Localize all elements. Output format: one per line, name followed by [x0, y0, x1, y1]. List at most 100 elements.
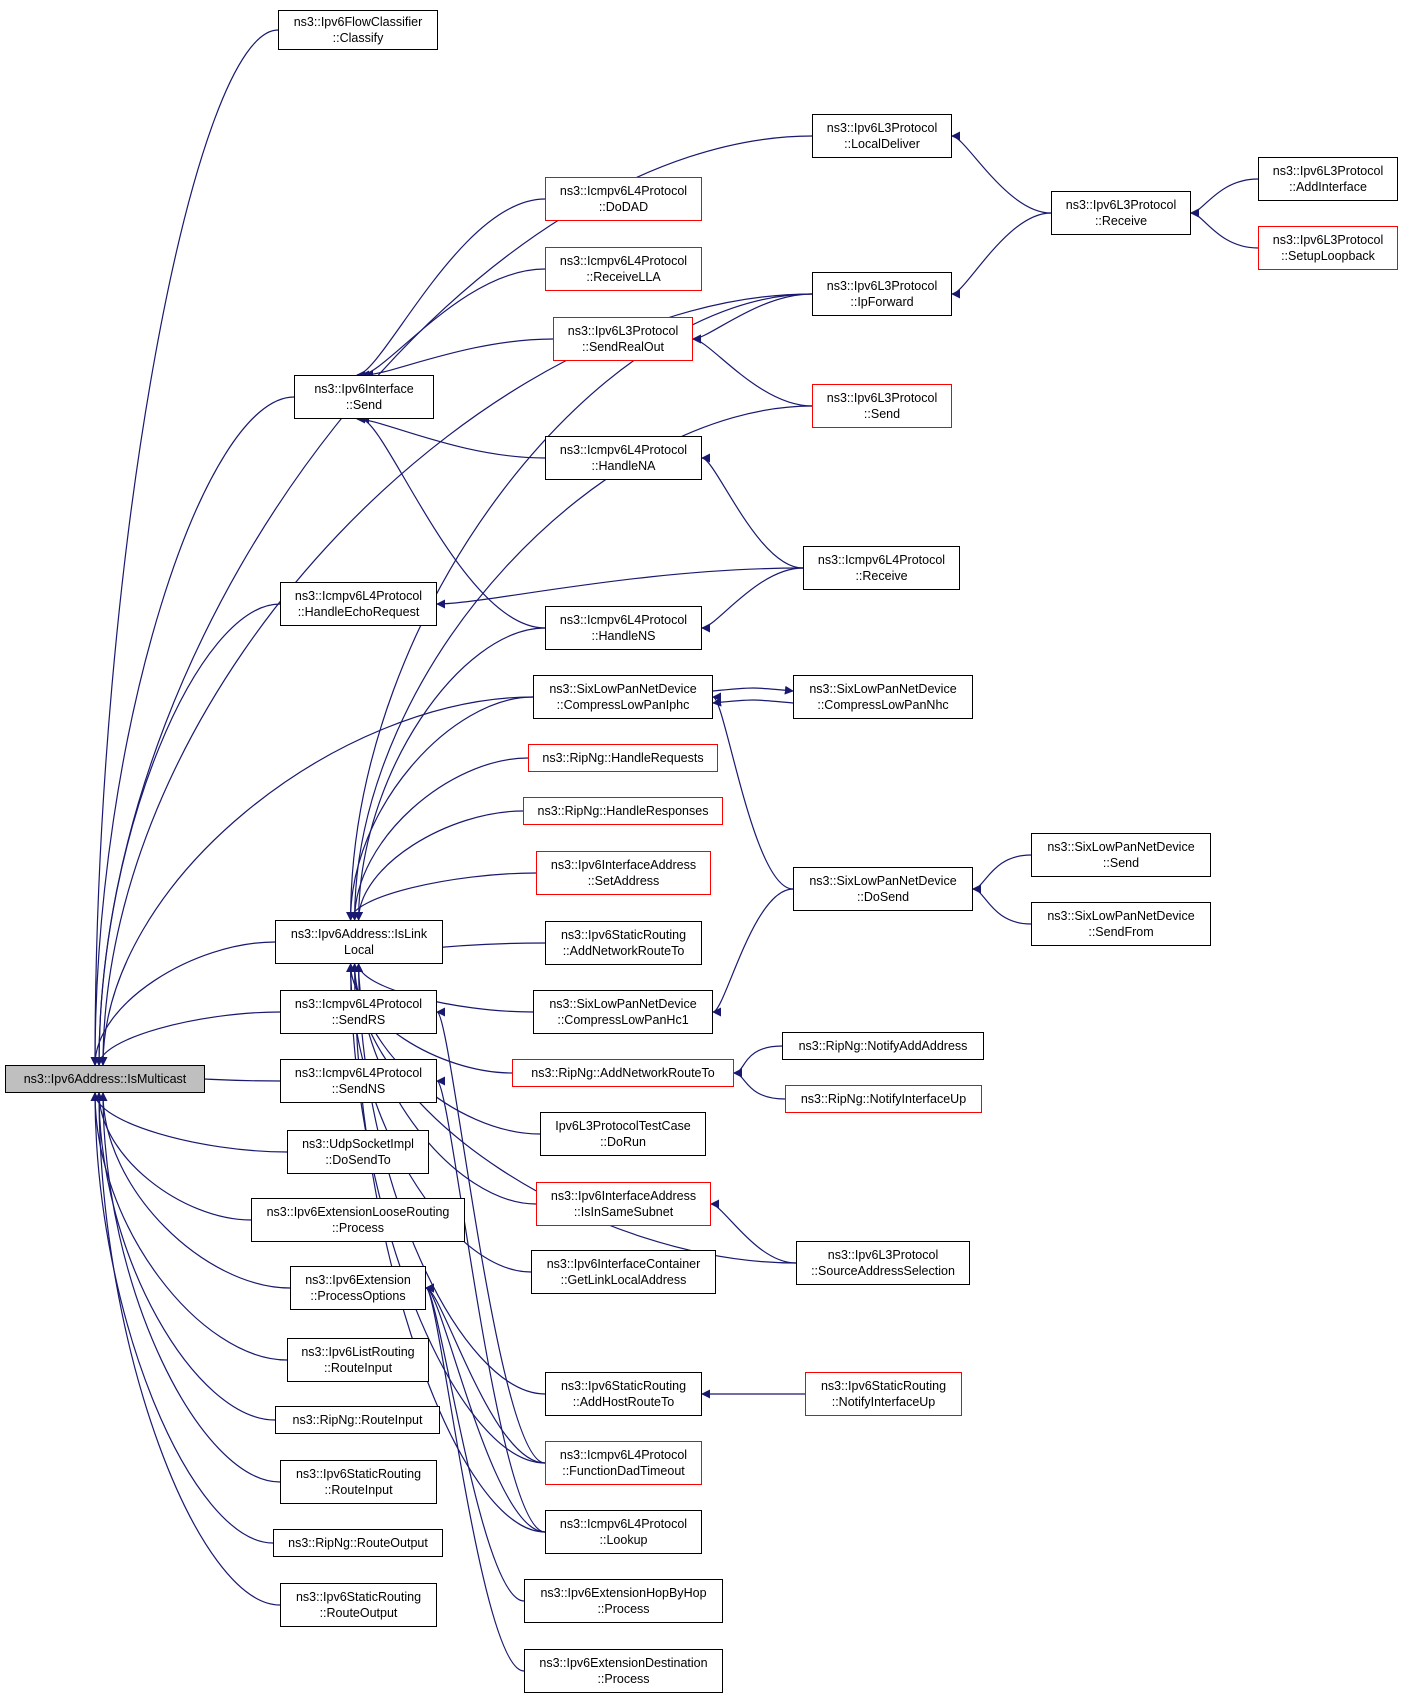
node-label-line: ns3::Icmpv6L4Protocol	[559, 254, 688, 268]
node-icmp-sendns[interactable]: ns3::Icmpv6L4Protocol::SendNS	[280, 1059, 437, 1103]
node-rip-handleresponses[interactable]: ns3::RipNg::HandleResponses	[523, 797, 723, 825]
node-icmp-functiondad[interactable]: ns3::Icmpv6L4Protocol::FunctionDadTimeou…	[545, 1441, 702, 1485]
node-six-dosend[interactable]: ns3::SixLowPanNetDevice::DoSend	[793, 867, 973, 911]
node-l3-localdeliver[interactable]: ns3::Ipv6L3Protocol::LocalDeliver	[812, 114, 952, 158]
node-label-line: ns3::Ipv6ExtensionDestination	[539, 1656, 708, 1670]
node-label-line: ::Process	[331, 1221, 385, 1235]
node-ext-hbh-process[interactable]: ns3::Ipv6ExtensionHopByHop::Process	[524, 1579, 723, 1623]
edge-ext-hbh-process-to-ext-processoptions	[425, 1283, 525, 1602]
node-six-compressnhc[interactable]: ns3::SixLowPanNetDevice::CompressLowPanN…	[793, 675, 973, 719]
node-l3-sendrealout[interactable]: ns3::Ipv6L3Protocol::SendRealOut	[553, 317, 693, 361]
node-label-line: ns3::RipNg::HandleRequests	[542, 751, 704, 765]
node-l3test-dorun[interactable]: Ipv6L3ProtocolTestCase::DoRun	[540, 1112, 706, 1156]
node-ext-dest-process[interactable]: ns3::Ipv6ExtensionDestination::Process	[524, 1649, 723, 1693]
node-l3-sourceaddrsel[interactable]: ns3::Ipv6L3Protocol::SourceAddressSelect…	[796, 1241, 970, 1285]
node-label-line: ns3::Ipv6StaticRouting	[560, 928, 687, 942]
node-label-line: ns3::Ipv6Address::IsLink	[290, 927, 428, 941]
node-icmp-handleecho[interactable]: ns3::Icmpv6L4Protocol::HandleEchoRequest	[280, 582, 437, 626]
node-label-line: ns3::Ipv6L3Protocol	[1272, 233, 1384, 247]
edge-icmp-functiondad-to-ext-processoptions	[425, 1283, 546, 1464]
node-label-line: ::AddNetworkRouteTo	[562, 944, 685, 958]
node-label-line: ns3::Ipv6InterfaceAddress	[550, 858, 697, 872]
node-icmp-lookup[interactable]: ns3::Icmpv6L4Protocol::Lookup	[545, 1510, 702, 1554]
node-label-line: ::CompressLowPanIphc	[556, 698, 690, 712]
node-rip-handlerequests[interactable]: ns3::RipNg::HandleRequests	[528, 744, 718, 772]
node-sr-addnetworkrouteto[interactable]: ns3::Ipv6StaticRouting::AddNetworkRouteT…	[545, 921, 702, 965]
node-six-compressiphc[interactable]: ns3::SixLowPanNetDevice::CompressLowPanI…	[533, 675, 713, 719]
node-icmp-receive[interactable]: ns3::Icmpv6L4Protocol::Receive	[803, 546, 960, 590]
node-label-line: ns3::Icmpv6L4Protocol	[817, 553, 946, 567]
node-label-line: ::Classify	[332, 31, 384, 45]
node-udp-dosendto[interactable]: ns3::UdpSocketImpl::DoSendTo	[287, 1130, 429, 1174]
node-if-send[interactable]: ns3::Ipv6Interface::Send	[294, 375, 434, 419]
node-label-line: ::DoDAD	[598, 200, 649, 214]
node-ifaddr-isinsamesubnet[interactable]: ns3::Ipv6InterfaceAddress::IsInSameSubne…	[536, 1182, 711, 1226]
node-label-line: ns3::Icmpv6L4Protocol	[559, 443, 688, 457]
node-label-line: ::SourceAddressSelection	[811, 1264, 955, 1278]
node-label-line: ::IsInSameSubnet	[573, 1205, 674, 1219]
node-label-line: ns3::Ipv6StaticRouting	[560, 1379, 687, 1393]
node-l3-send[interactable]: ns3::Ipv6L3Protocol::Send	[812, 384, 952, 428]
node-label-line: ::HandleNS	[591, 629, 656, 643]
edge-six-compressiphc-to-addr-islinklocal	[346, 696, 534, 921]
edge-icmp-lookup-to-addr-islinklocal	[350, 963, 546, 1533]
node-label-line: ::DoSendTo	[325, 1153, 391, 1167]
node-label-line: ns3::Ipv6InterfaceAddress	[550, 1189, 697, 1203]
node-label-line: ns3::Ipv6Interface	[314, 382, 414, 396]
node-label-line: ns3::Ipv6L3Protocol	[826, 121, 938, 135]
node-lr-routeinput[interactable]: ns3::Ipv6ListRouting::RouteInput	[287, 1338, 429, 1382]
node-six-send[interactable]: ns3::SixLowPanNetDevice::Send	[1031, 833, 1211, 877]
node-l3-ipforward[interactable]: ns3::Ipv6L3Protocol::IpForward	[812, 272, 952, 316]
node-icmp-handlena[interactable]: ns3::Icmpv6L4Protocol::HandleNA	[545, 436, 702, 480]
node-ifcont-getlinklocal[interactable]: ns3::Ipv6InterfaceContainer::GetLinkLoca…	[531, 1250, 716, 1294]
node-rip-addnetworkrouteto[interactable]: ns3::RipNg::AddNetworkRouteTo	[512, 1059, 734, 1087]
node-ifaddr-setaddress[interactable]: ns3::Ipv6InterfaceAddress::SetAddress	[536, 851, 711, 895]
node-icmp-receivella[interactable]: ns3::Icmpv6L4Protocol::ReceiveLLA	[545, 247, 702, 291]
edge-l3-sourceaddrsel-to-ifaddr-isinsamesubnet	[710, 1199, 797, 1264]
node-root[interactable]: ns3::Ipv6Address::IsMulticast	[5, 1065, 205, 1093]
node-label-line: ns3::Icmpv6L4Protocol	[559, 184, 688, 198]
node-label-line: ns3::SixLowPanNetDevice	[549, 682, 697, 696]
node-six-sendfrom[interactable]: ns3::SixLowPanNetDevice::SendFrom	[1031, 902, 1211, 946]
node-icmp-sendrs[interactable]: ns3::Icmpv6L4Protocol::SendRS	[280, 990, 437, 1034]
node-label-line: ns3::Ipv6L3Protocol	[1272, 164, 1384, 178]
node-label-line: ns3::Ipv6InterfaceContainer	[546, 1257, 701, 1271]
node-six-compresshc1[interactable]: ns3::SixLowPanNetDevice::CompressLowPanH…	[533, 990, 713, 1034]
node-label-line: ns3::SixLowPanNetDevice	[1047, 840, 1195, 854]
edge-addr-islinklocal-to-root	[90, 941, 276, 1066]
edge-six-dosend-to-six-compresshc1	[712, 888, 794, 1017]
edge-icmp-receivella-to-if-send	[360, 268, 546, 380]
node-icmp-dodad[interactable]: ns3::Icmpv6L4Protocol::DoDAD	[545, 177, 702, 221]
node-sr-routeinput[interactable]: ns3::Ipv6StaticRouting::RouteInput	[280, 1460, 437, 1504]
node-flow-classify[interactable]: ns3::Ipv6FlowClassifier::Classify	[278, 10, 438, 50]
node-label-line: ns3::Ipv6StaticRouting	[295, 1467, 422, 1481]
node-sr-routeoutput[interactable]: ns3::Ipv6StaticRouting::RouteOutput	[280, 1583, 437, 1627]
node-label-line: ::GetLinkLocalAddress	[560, 1273, 687, 1287]
node-label-line: ::DoSend	[856, 890, 910, 904]
node-ext-loose-process[interactable]: ns3::Ipv6ExtensionLooseRouting::Process	[251, 1198, 465, 1242]
edge-icmp-sendrs-to-root	[94, 1011, 281, 1066]
edge-l3-localdeliver-to-root	[94, 135, 813, 1066]
node-l3-receive[interactable]: ns3::Ipv6L3Protocol::Receive	[1051, 191, 1191, 235]
node-label-line: ::RouteInput	[324, 1483, 393, 1497]
node-rip-routeoutput[interactable]: ns3::RipNg::RouteOutput	[273, 1529, 443, 1557]
node-sr-notifyinterfaceup[interactable]: ns3::Ipv6StaticRouting::NotifyInterfaceU…	[805, 1372, 962, 1416]
node-l3-addinterface[interactable]: ns3::Ipv6L3Protocol::AddInterface	[1258, 157, 1398, 201]
node-label-line: ::Receive	[855, 569, 908, 583]
node-icmp-handlens[interactable]: ns3::Icmpv6L4Protocol::HandleNS	[545, 606, 702, 650]
node-sr-addhostrouteto[interactable]: ns3::Ipv6StaticRouting::AddHostRouteTo	[545, 1372, 702, 1416]
edge-sr-routeinput-to-root	[98, 1092, 281, 1483]
node-rip-routeinput[interactable]: ns3::RipNg::RouteInput	[275, 1406, 440, 1434]
edge-six-compressnhc-to-six-compressiphc	[712, 697, 794, 707]
node-label-line: ns3::Icmpv6L4Protocol	[559, 1517, 688, 1531]
edge-sr-addhostrouteto-to-addr-islinklocal	[354, 963, 546, 1395]
node-label-line: ::HandleEchoRequest	[297, 605, 420, 619]
node-label-line: ns3::Ipv6StaticRouting	[295, 1590, 422, 1604]
node-label-line: ns3::RipNg::NotifyAddAddress	[798, 1039, 968, 1053]
node-rip-notifyinterfaceup[interactable]: ns3::RipNg::NotifyInterfaceUp	[785, 1085, 982, 1113]
node-ext-processoptions[interactable]: ns3::Ipv6Extension::ProcessOptions	[290, 1266, 426, 1310]
node-l3-setuploopback[interactable]: ns3::Ipv6L3Protocol::SetupLoopback	[1258, 226, 1398, 270]
edge-sr-routeoutput-to-root	[94, 1092, 281, 1606]
node-rip-notifyaddaddress[interactable]: ns3::RipNg::NotifyAddAddress	[782, 1032, 984, 1060]
